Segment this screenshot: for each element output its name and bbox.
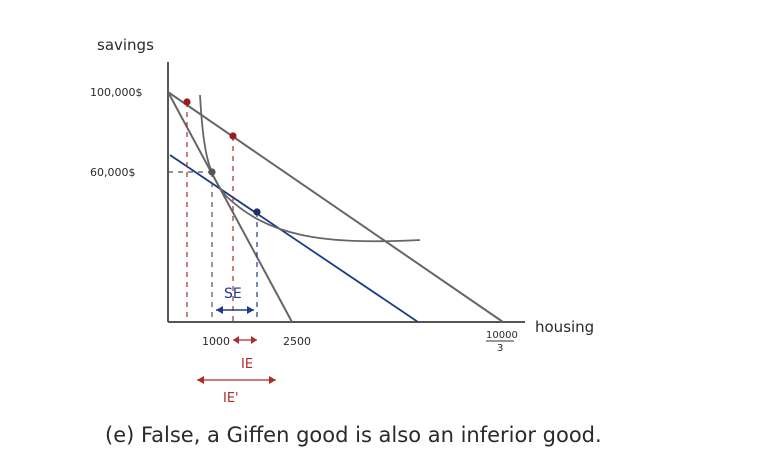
ie-prime-arrowhead-right bbox=[269, 376, 276, 384]
x-tick-frac-numerator: 10000 bbox=[486, 330, 518, 341]
compensated-budget-line bbox=[169, 154, 419, 323]
x-tick-1000: 1000 bbox=[202, 335, 230, 348]
ie-arrowhead-right bbox=[251, 336, 257, 344]
se-arrowhead-right bbox=[247, 306, 254, 314]
x-tick-2500: 2500 bbox=[283, 335, 311, 348]
statement-text: (e) False, a Giffen good is also an infe… bbox=[105, 423, 602, 447]
y-axis-label: savings bbox=[97, 36, 154, 54]
se-label: SE bbox=[224, 286, 242, 302]
point-blue bbox=[253, 208, 261, 216]
point-red-2 bbox=[229, 132, 237, 140]
point-red-1 bbox=[183, 98, 191, 106]
budget-line-inner bbox=[167, 91, 293, 323]
ie-prime-label: IE' bbox=[223, 391, 239, 406]
ie-label: IE bbox=[241, 357, 253, 372]
x-axis-label: housing bbox=[535, 318, 594, 336]
ie-arrowhead-left bbox=[233, 336, 239, 344]
ie-prime-arrowhead-left bbox=[197, 376, 204, 384]
indifference-curve-lower bbox=[199, 94, 421, 243]
x-tick-frac-denominator: 3 bbox=[497, 343, 503, 354]
se-arrowhead-left bbox=[216, 306, 223, 314]
budget-line-outer bbox=[167, 91, 504, 323]
y-tick-100000: 100,000$ bbox=[90, 86, 143, 99]
y-tick-60000: 60,000$ bbox=[90, 166, 136, 179]
point-gray bbox=[208, 168, 216, 176]
